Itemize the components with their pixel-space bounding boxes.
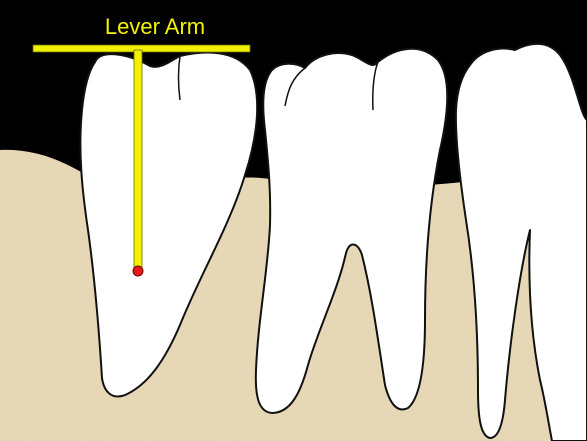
center-of-rotation-dot	[133, 266, 143, 276]
lever-arm-label: Lever Arm	[105, 14, 205, 39]
lever-arm-vertical-bar	[134, 50, 142, 272]
